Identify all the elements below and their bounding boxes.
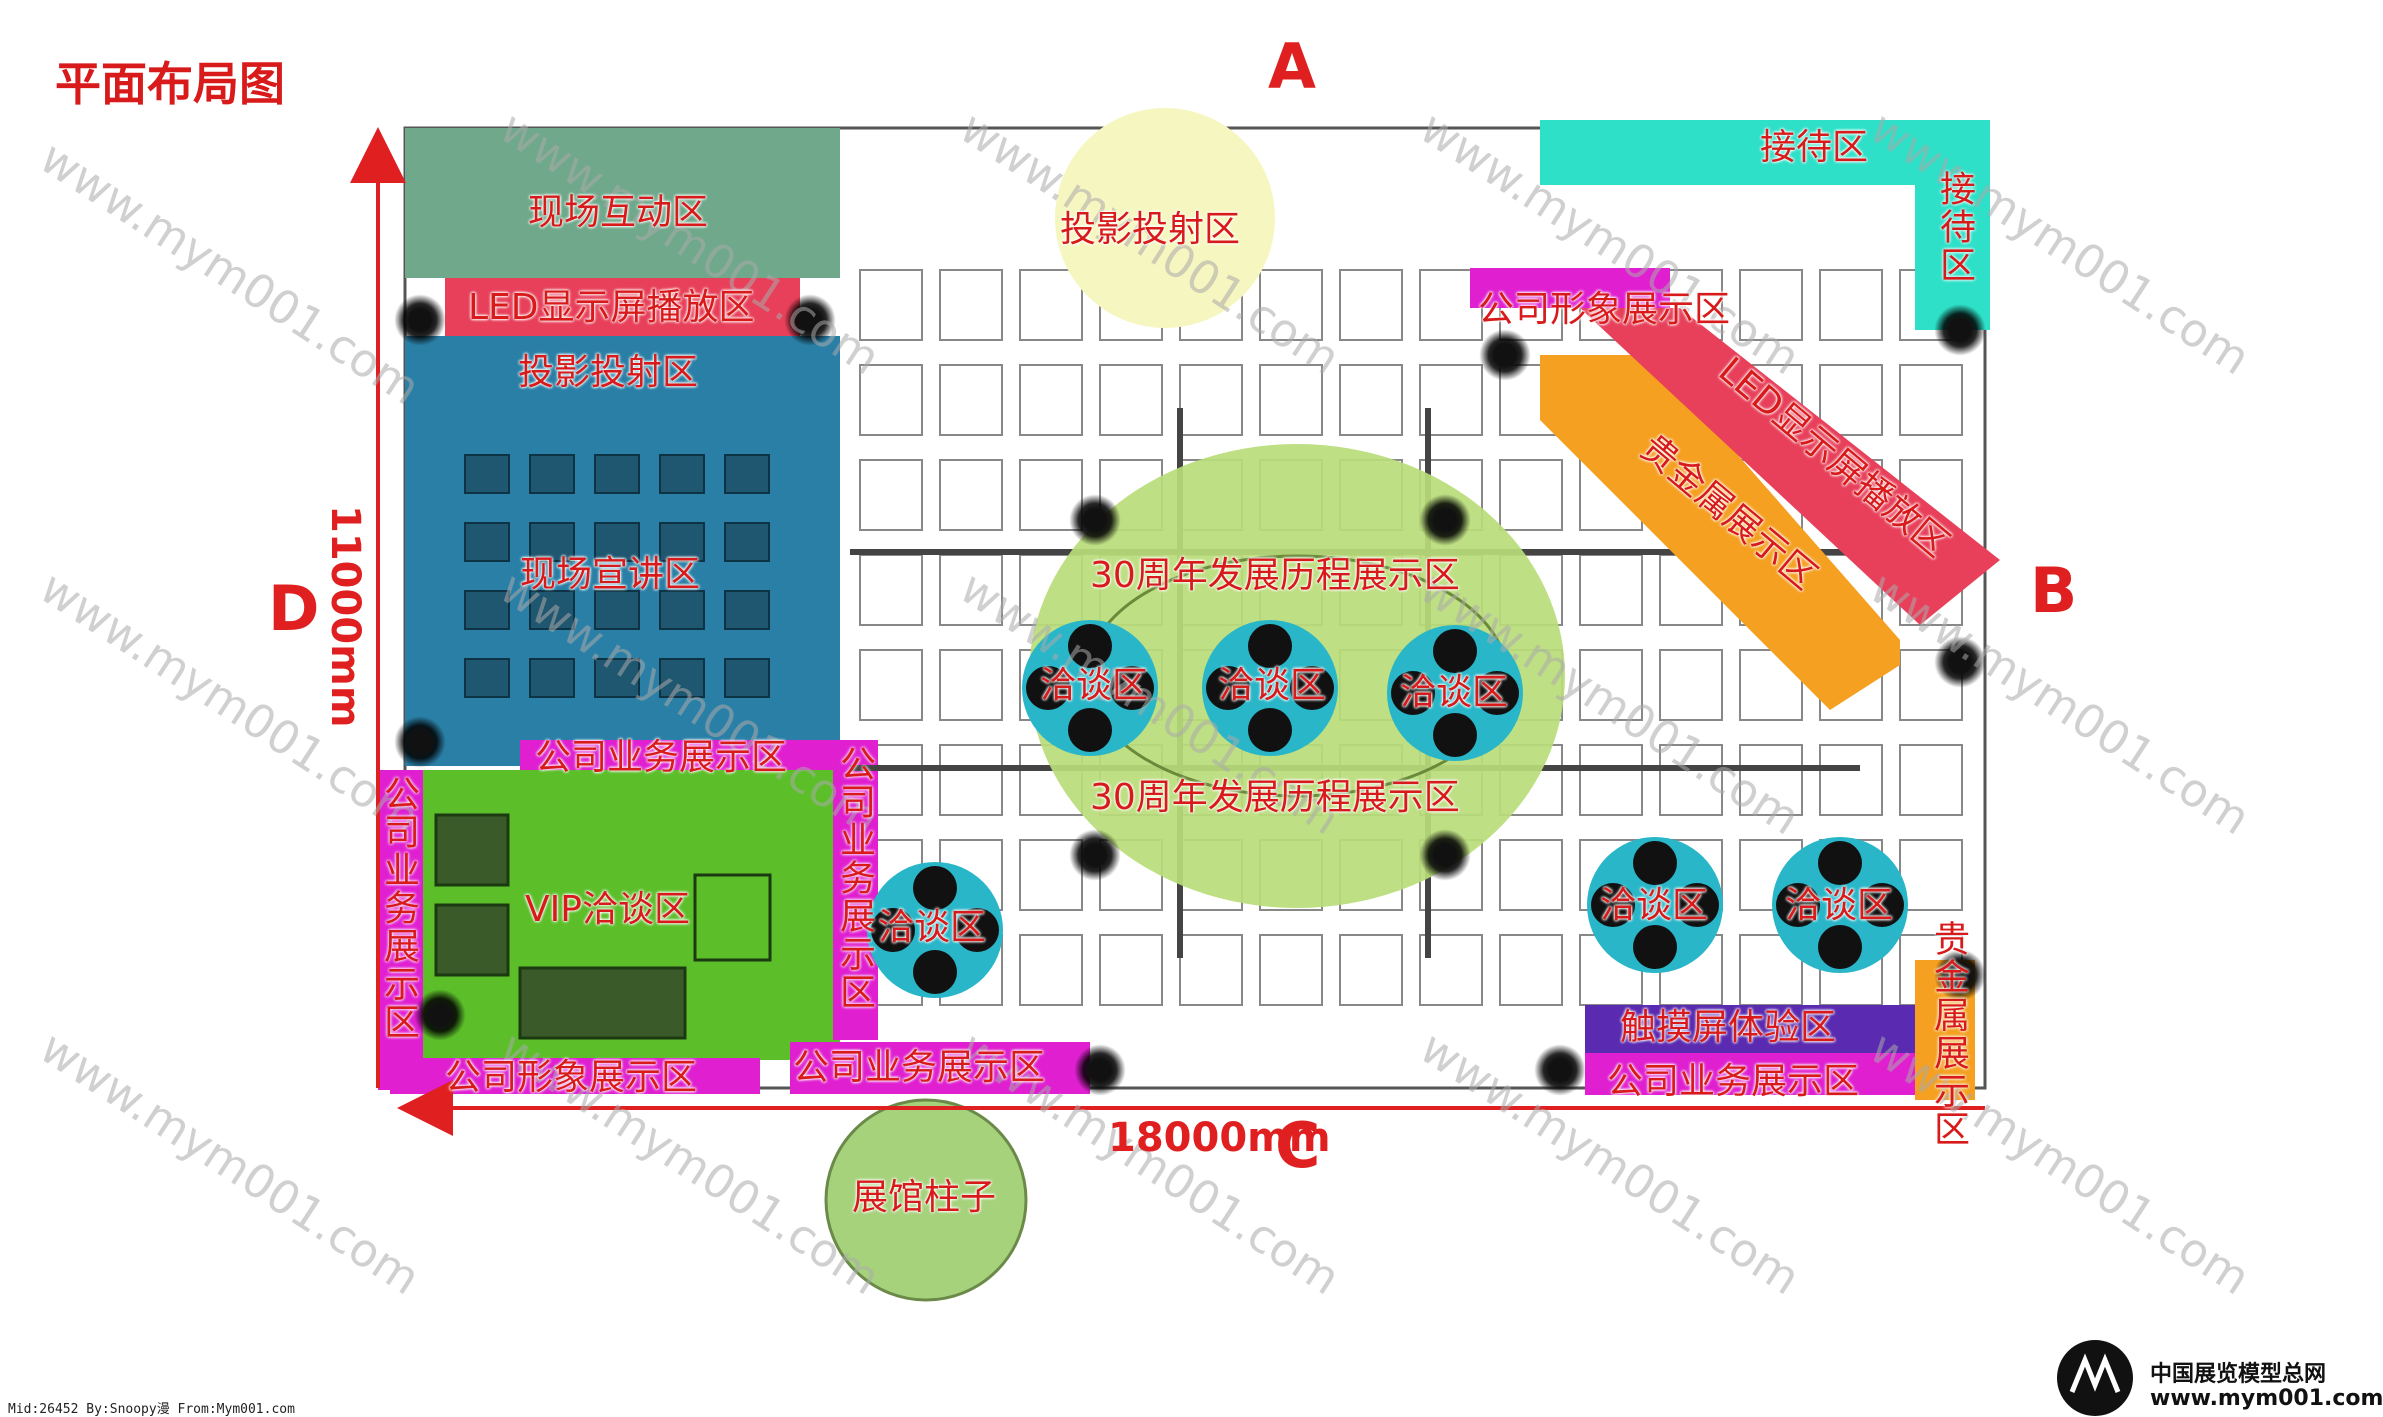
palm-icon: [1069, 494, 1121, 546]
palm-icon: [1419, 829, 1471, 881]
zone-business-bottom-mid: [790, 1042, 1090, 1094]
label-projection-top: 投影投射区: [1060, 209, 1241, 250]
palm-icon: [1934, 636, 1986, 688]
zone-led-left: [445, 278, 800, 336]
label-business-mid-vertical: 公司业务展示区: [834, 745, 875, 1011]
label-negotiation-1: 洽谈区: [1040, 665, 1149, 706]
label-image-top-right: 公司形象展示区: [1478, 289, 1731, 330]
label-touch: 触摸屏体验区: [1620, 1007, 1837, 1048]
brand-logo: [2057, 1340, 2133, 1416]
zone-business-left-vertical: [378, 770, 423, 1090]
plan-title: 平面布局图: [55, 57, 285, 111]
label-negotiation-4: 洽谈区: [878, 907, 987, 948]
label-history-top: 30周年发展历程展示区: [1090, 555, 1460, 596]
brand-url: www.mym001.com: [2150, 1386, 2383, 1411]
vip-furniture: [434, 813, 772, 1040]
zone-touch: [1585, 1005, 1915, 1053]
brand-name: 中国展览模型总网: [2150, 1362, 2327, 1387]
label-metal-bottom-right: 贵金属展示区: [1928, 920, 1969, 1148]
side-label-b: B: [2030, 554, 2078, 627]
side-label-d: D: [268, 572, 320, 645]
side-label-c: C: [1275, 1109, 1321, 1182]
palm-icon: [1934, 949, 1986, 1001]
palm-icon: [394, 716, 446, 768]
label-pillar: 展馆柱子: [852, 1177, 997, 1218]
palm-icon: [784, 294, 836, 346]
label-reception-h: 接待区: [1760, 127, 1869, 168]
lecture-seats: [464, 454, 770, 698]
label-history-bottom: 30周年发展历程展示区: [1090, 777, 1460, 818]
side-label-a: A: [1268, 30, 1316, 103]
label-business-top-mid: 公司业务展示区: [535, 737, 788, 778]
zone-led-right: [1580, 308, 2000, 625]
dimension-height: 11000mm: [322, 505, 368, 728]
label-negotiation-3: 洽谈区: [1400, 672, 1509, 713]
negotiation-tables: [867, 620, 1908, 998]
label-image-bottom-left: 公司形象展示区: [445, 1057, 698, 1098]
zone-interactive: [405, 128, 840, 278]
palm-icon: [1069, 829, 1121, 881]
zone-metal-right: [1540, 355, 1900, 710]
zone-image-top-right: [1470, 268, 1670, 308]
zone-business-bottom-right: [1585, 1053, 1915, 1095]
footer-credit: Mid:26452 By:Snoopy漫 From:Mym001.com: [8, 1402, 295, 1417]
label-reception-v: 接待区: [1934, 170, 1975, 284]
label-negotiation-5: 洽谈区: [1600, 885, 1709, 926]
label-projection-left: 投影投射区: [518, 352, 699, 393]
label-business-left-vertical: 公司业务展示区: [378, 775, 419, 1041]
palm-icon: [1934, 304, 1986, 356]
label-vip: VIP洽谈区: [525, 889, 690, 930]
palm-icon: [1074, 1044, 1126, 1096]
label-negotiation-2: 洽谈区: [1218, 665, 1327, 706]
dimension-width: 18000mm: [1108, 1115, 1331, 1161]
label-led-left: LED显示屏播放区: [468, 287, 755, 328]
label-negotiation-6: 洽谈区: [1785, 885, 1894, 926]
label-business-bottom-right: 公司业务展示区: [1607, 1061, 1860, 1102]
zone-reception: [1540, 120, 1990, 330]
palm-icon: [394, 294, 446, 346]
label-interactive: 现场互动区: [528, 192, 709, 233]
projection-glow: [1055, 108, 1275, 328]
label-business-bottom-mid: 公司业务展示区: [793, 1047, 1046, 1088]
zone-business-mid-vertical: [833, 740, 878, 1040]
palm-icon: [1534, 1044, 1586, 1096]
palm-icon: [1419, 494, 1471, 546]
palm-icon: [414, 989, 466, 1041]
label-lecture: 现场宣讲区: [520, 554, 701, 595]
pillar-circle: [824, 1098, 1028, 1302]
palm-icon: [1479, 329, 1531, 381]
